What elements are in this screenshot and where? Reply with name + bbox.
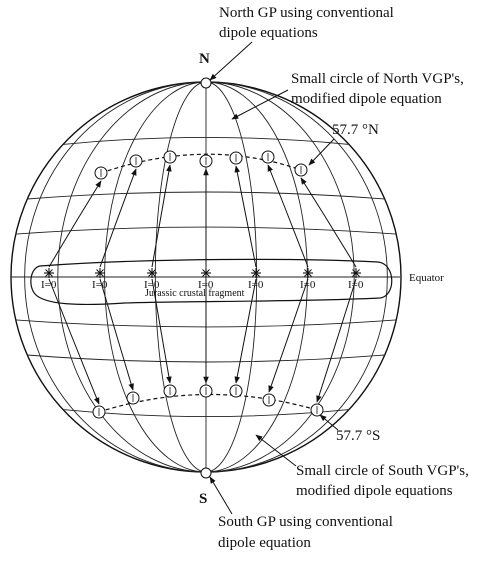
site-to-vgp-arrows — [48, 164, 357, 405]
site-inclination-label: I=0 — [198, 279, 214, 291]
meridian-line — [205, 81, 308, 473]
site-star — [202, 269, 210, 277]
site-markers: I=0 I=0 I=0 I=0 I=0 I=0 I=0 — [41, 268, 364, 291]
meridian-line — [205, 81, 388, 473]
north-vgp-arrow — [300, 177, 357, 268]
south-vgp-arrow — [48, 278, 100, 405]
site-inclination-label: I=0 — [144, 279, 160, 291]
jurassic-fragment-outline — [30, 258, 393, 306]
site-star — [148, 269, 156, 277]
north-gp-marker — [200, 77, 212, 89]
site-inclination-label: I=0 — [41, 279, 57, 291]
north-vgp-label-line2: modified dipole equation — [291, 91, 442, 107]
meridian-line — [154, 81, 207, 473]
south-vgp-arrow — [234, 278, 257, 384]
site-star — [304, 269, 312, 277]
north-pole-label: N — [199, 51, 210, 67]
north-vgp-arrow — [151, 164, 172, 268]
south-gp-label-line1: South GP using conventional — [218, 514, 393, 530]
north-vgp-label-line1: Small circle of North VGP's, — [291, 71, 464, 87]
south-vgp-pointer — [255, 434, 297, 467]
south-vgp-arrow — [151, 278, 172, 384]
site-inclination-label: I=0 — [300, 279, 316, 291]
site-inclination-label: I=0 — [248, 279, 264, 291]
south-vgp-markers — [92, 384, 324, 419]
south-vgp-arrow — [316, 278, 357, 403]
north-vgp-arrow — [234, 165, 257, 268]
south-vgp-arrow — [99, 278, 134, 391]
north-vgp-arrow — [99, 168, 137, 268]
north-gp-label-line1: North GP using conventional — [219, 5, 394, 21]
north-latitude-pointer — [308, 138, 335, 166]
north-latitude-label: 57.7 °N — [332, 122, 379, 138]
site-star — [45, 269, 53, 277]
north-gp-label-line2: dipole equations — [219, 25, 318, 41]
south-vgp-label-line2: modified dipole equations — [296, 483, 453, 499]
south-vgp-label-line1: Small circle of South VGP's, — [296, 463, 469, 479]
south-latitude-label: 57.7 °S — [336, 428, 380, 444]
south-gp-pointer — [209, 476, 233, 515]
north-vgp-arrow — [48, 180, 102, 268]
north-gp-pointer — [209, 41, 253, 81]
meridian-line — [24, 81, 207, 473]
south-gp-marker — [200, 467, 212, 479]
site-inclination-label: I=0 — [348, 279, 364, 291]
south-pole-label: S — [199, 491, 207, 507]
meridian-line — [104, 81, 207, 473]
parallel-line — [62, 136, 350, 145]
site-star — [352, 269, 360, 277]
site-inclination-label: I=0 — [92, 279, 108, 291]
fragment-label: Jurassic crustal fragment — [145, 288, 245, 299]
north-vgp-pointer — [231, 89, 289, 120]
site-star — [96, 269, 104, 277]
south-vgp-arrow — [268, 278, 309, 393]
equator-label: Equator — [409, 272, 444, 284]
north-vgp-arrow — [267, 164, 309, 268]
meridian-line — [57, 81, 207, 473]
south-gp-label-line2: dipole equation — [218, 535, 311, 551]
meridian-line — [205, 81, 258, 473]
south-latitude-pointer — [319, 414, 339, 431]
site-star — [252, 269, 260, 277]
north-vgp-markers — [94, 150, 308, 180]
